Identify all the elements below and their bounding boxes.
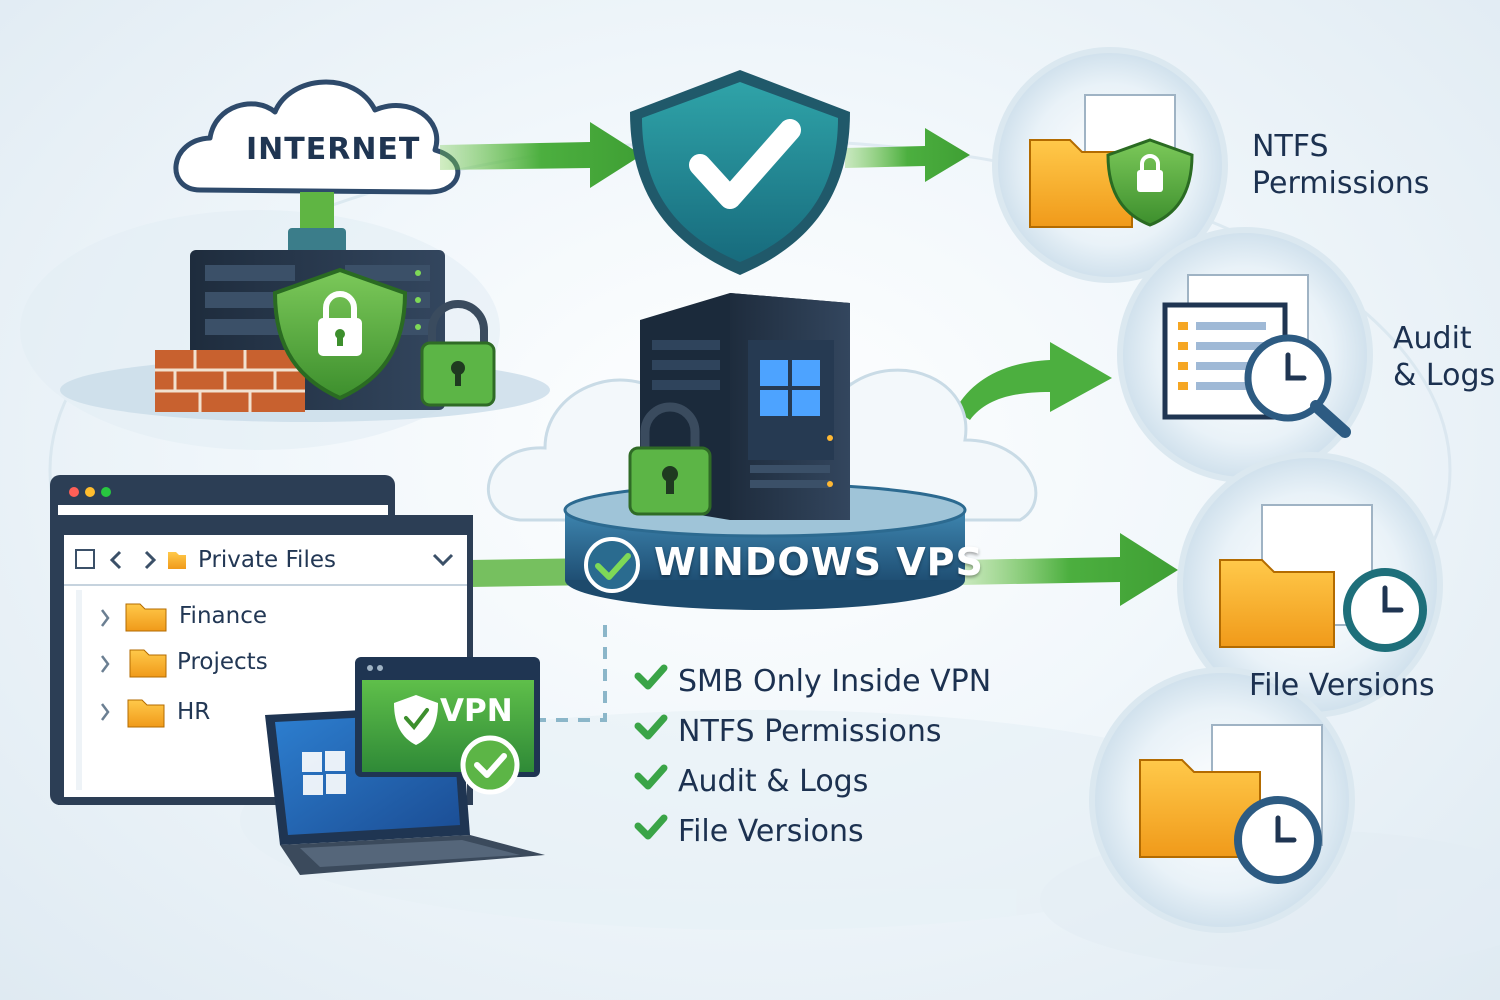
audit-circle [1117, 227, 1373, 483]
firewall-icon [155, 350, 305, 412]
checklist-item-text: Audit & Logs [678, 763, 869, 799]
ntfs-label: NTFS Permissions [1252, 128, 1429, 202]
explorer-tree-icons [101, 603, 167, 728]
checklist-item: Audit & Logs [634, 756, 991, 806]
arrow-vps-to-audit [955, 342, 1112, 420]
vps-check-badge-icon [584, 537, 640, 593]
ntfs-label-line1: NTFS [1252, 129, 1329, 164]
feature-checklist: SMB Only Inside VPN NTFS Permissions Aud… [634, 656, 991, 856]
connector-cap [288, 228, 346, 254]
ntfs-label-line2: Permissions [1252, 166, 1430, 201]
padlock-icon [420, 300, 496, 407]
ntfs-circle [992, 47, 1228, 283]
green-shield-lock-icon [272, 267, 408, 401]
dashed-connector [540, 625, 607, 722]
tree-item-hr[interactable]: HR [177, 699, 211, 725]
vpn-label: VPN [440, 693, 513, 729]
vps-label: WINDOWS VPS [654, 540, 984, 584]
arrow-shield-to-ntfs [845, 128, 970, 182]
checklist-item: NTFS Permissions [634, 706, 991, 756]
internet-label: INTERNET [246, 132, 421, 167]
vpn-shield-icon [394, 695, 438, 745]
audit-label-line2: & Logs [1393, 358, 1496, 393]
checklist-item-text: NTFS Permissions [678, 713, 942, 749]
explorer-title: Private Files [198, 547, 336, 573]
cloud-connector [300, 192, 334, 232]
explorer-nav-icons [75, 549, 454, 570]
arrow-vps-to-versions [960, 533, 1178, 606]
vps-padlock-icon [628, 402, 712, 516]
arrow-internet-to-shield [440, 122, 642, 188]
checklist-item: SMB Only Inside VPN [634, 656, 991, 706]
checklist-checkmarks [634, 664, 668, 840]
vpn-check-badge-icon [460, 735, 520, 795]
tree-item-projects[interactable]: Projects [177, 649, 268, 675]
checklist-item-text: File Versions [678, 813, 864, 849]
checklist-item: File Versions [634, 806, 991, 856]
security-shield-icon [630, 70, 850, 275]
versions-label: File Versions [1249, 668, 1435, 703]
audit-label-line1: Audit [1393, 321, 1472, 356]
firewall-server-group [60, 250, 550, 422]
checklist-item-text: SMB Only Inside VPN [678, 663, 992, 699]
archive-circle [1089, 667, 1355, 933]
tree-item-finance[interactable]: Finance [179, 603, 267, 629]
audit-label: Audit & Logs [1393, 320, 1495, 394]
